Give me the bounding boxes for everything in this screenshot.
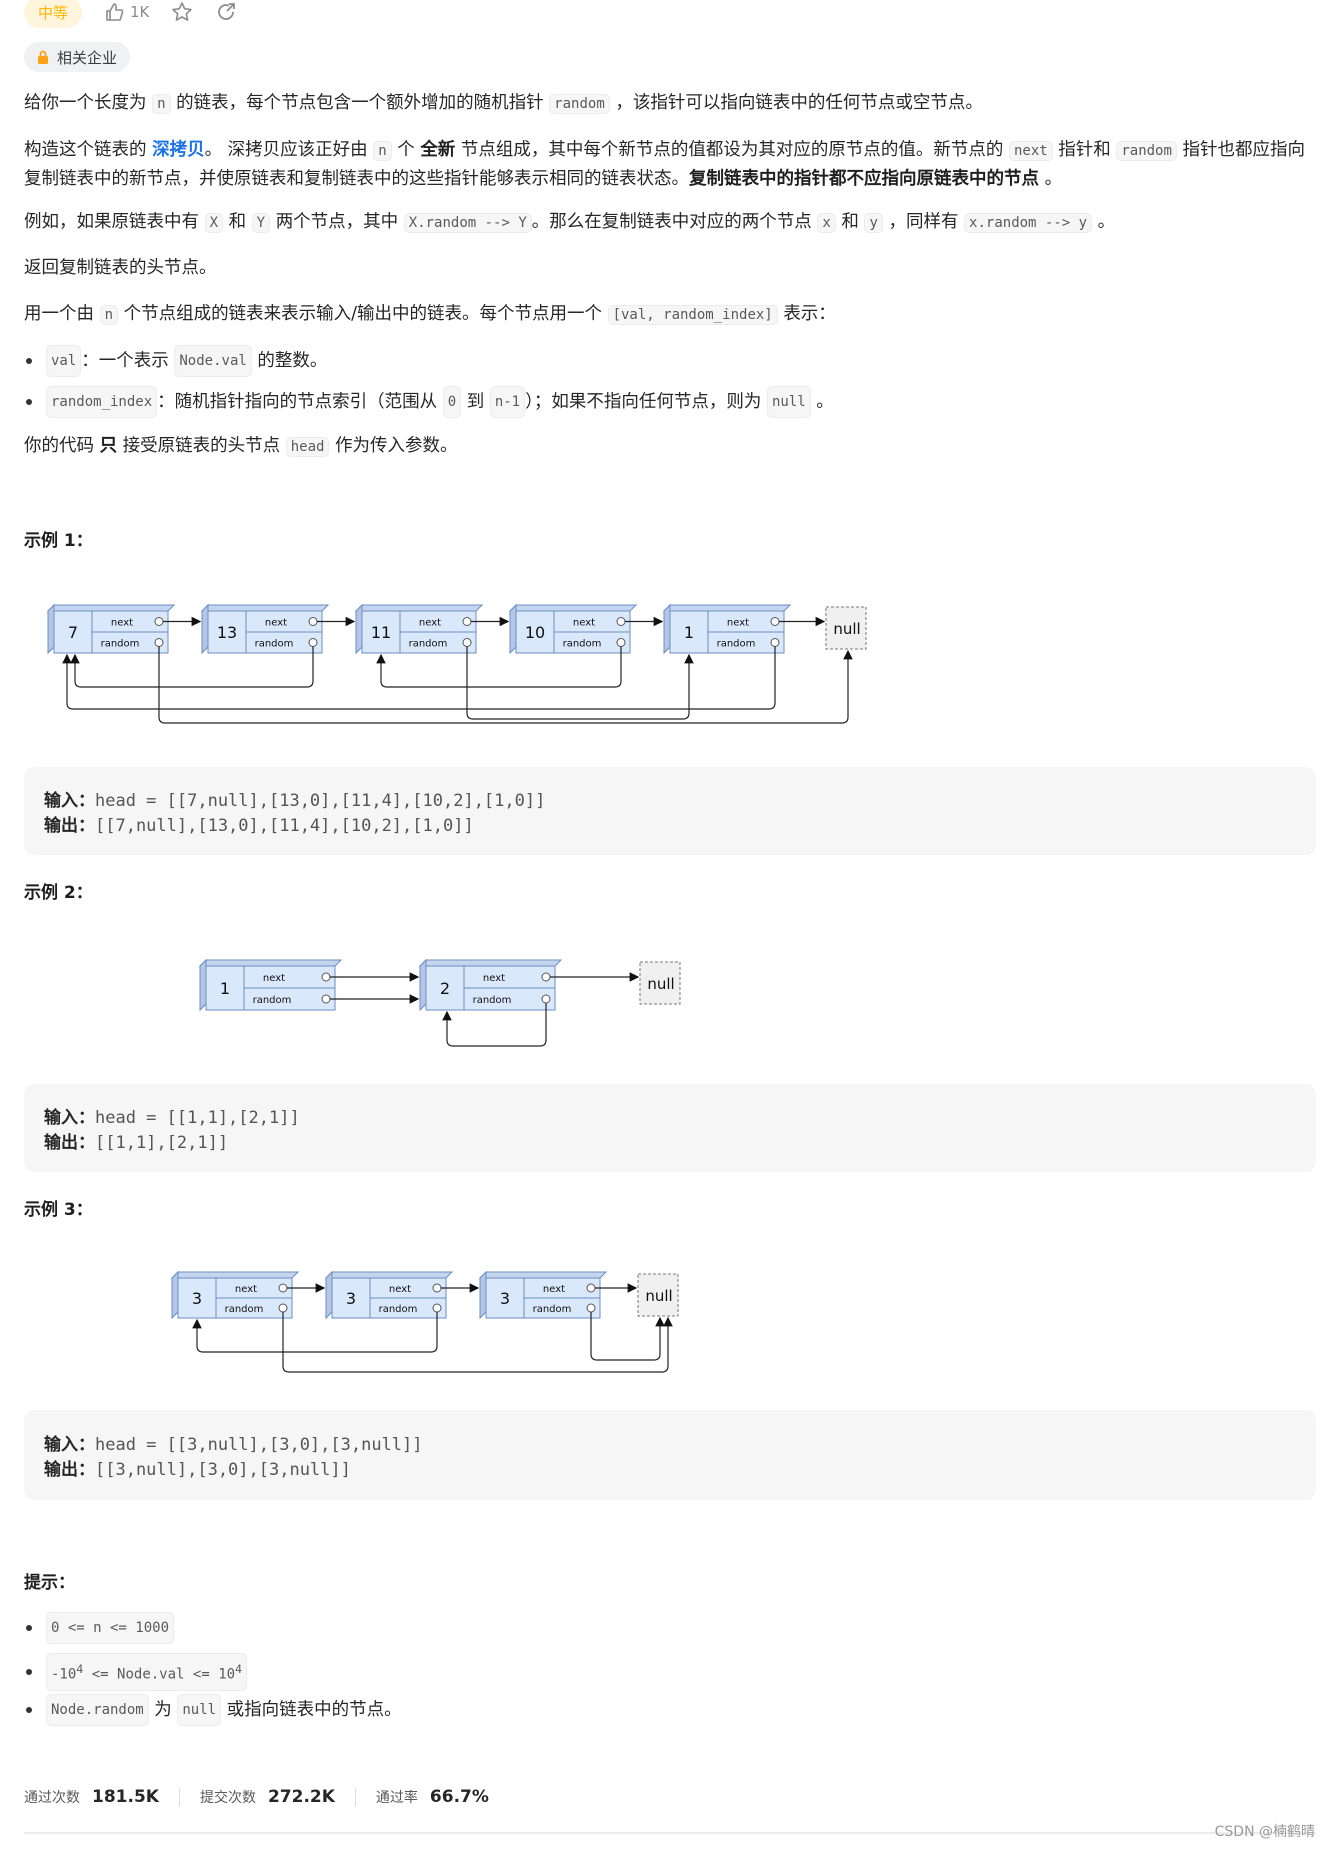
svg-text:random: random <box>563 639 602 650</box>
svg-text:next: next <box>543 1284 565 1295</box>
example-2-title: 示例 2： <box>24 883 93 903</box>
example-1-diagram: 7 next random 13 next random 11 next random 10 nex… <box>46 603 867 724</box>
example-1-title: 示例 1： <box>24 531 93 551</box>
svg-text:random: random <box>533 1304 572 1315</box>
divider <box>24 1832 1316 1834</box>
paragraph-return: 返回复制链表的头节点。 <box>24 258 217 278</box>
stat-label: 通过率 <box>375 1790 418 1806</box>
paragraph-intro: 给你一个长度为 n 的链表，每个节点包含一个额外增加的随机指针 random ，… <box>24 93 983 114</box>
example-3-title: 示例 3： <box>24 1200 93 1220</box>
hint-item: Node.random 为 null 或指向链表中的节点。 <box>24 1694 402 1726</box>
svg-text:3: 3 <box>192 1289 202 1308</box>
svg-text:13: 13 <box>217 623 237 642</box>
stat-label: 提交次数 <box>199 1790 256 1806</box>
svg-text:random: random <box>379 1304 418 1315</box>
svg-text:next: next <box>389 1284 411 1295</box>
deep-copy-link[interactable]: 深拷贝 <box>152 140 205 160</box>
svg-text:next: next <box>235 1284 257 1295</box>
stat-value: 66.7% <box>429 1787 489 1807</box>
submission-stats: 通过次数 181.5K 提交次数 272.2K 通过率 66.7% <box>24 1787 509 1807</box>
svg-text:random: random <box>255 639 294 650</box>
list-item: random_index：随机指针指向的节点索引（范围从 0 到 n-1）；如果… <box>24 386 834 418</box>
star-icon <box>172 2 193 21</box>
svg-text:1: 1 <box>220 979 230 998</box>
like-button[interactable]: 1K <box>104 2 149 22</box>
svg-text:7: 7 <box>68 623 78 642</box>
hint-item: 0 <= n <= 1000 <box>24 1612 175 1644</box>
example-3-io: 输入：head = [[3,null],[3,0],[3,null]] 输出：[… <box>24 1410 1316 1500</box>
thumbs-up-icon <box>106 3 124 21</box>
svg-text:random: random <box>253 995 292 1006</box>
list-item: val：一个表示 Node.val 的整数。 <box>24 345 327 377</box>
svg-text:next: next <box>111 618 133 629</box>
svg-text:next: next <box>263 973 285 984</box>
svg-text:next: next <box>483 973 505 984</box>
svg-text:random: random <box>101 639 140 650</box>
svg-text:null: null <box>647 975 674 993</box>
svg-text:random: random <box>473 995 512 1006</box>
svg-text:next: next <box>419 618 441 629</box>
hint-item: -104 <= Node.val <= 104 <box>24 1653 248 1691</box>
paragraph-head: 你的代码 只 接受原链表的头节点 head 作为传入参数。 <box>24 436 458 457</box>
paragraph-example-xy: 例如，如果原链表中有 X 和 Y 两个节点，其中 X.random --> Y。… <box>24 212 1116 233</box>
svg-text:random: random <box>409 639 448 650</box>
svg-text:10: 10 <box>525 623 545 642</box>
example-1-io: 输入：head = [[7,null],[13,0],[11,4],[10,2]… <box>24 767 1316 855</box>
svg-text:2: 2 <box>440 979 450 998</box>
svg-text:3: 3 <box>500 1289 510 1308</box>
svg-text:next: next <box>727 618 749 629</box>
svg-text:null: null <box>645 1287 672 1305</box>
paragraph-deep-copy: 构造这个链表的 深拷贝。 深拷贝应该正好由 n 个 全新 节点组成，其中每个新节… <box>24 140 1305 189</box>
svg-text:3: 3 <box>346 1289 356 1308</box>
like-count: 1K <box>130 3 150 21</box>
example-2-diagram: 1 next random 2 next random null <box>198 958 681 1047</box>
share-icon <box>218 3 236 20</box>
stat-value: 181.5K <box>92 1787 159 1807</box>
svg-text:random: random <box>225 1304 264 1315</box>
example-2-io: 输入：head = [[1,1],[2,1]] 输出：[[1,1],[2,1]] <box>24 1084 1316 1172</box>
example-3-diagram: 3 next random 3 next random 3 next random null <box>170 1270 679 1373</box>
svg-text:1: 1 <box>684 623 694 642</box>
svg-text:random: random <box>717 639 756 650</box>
svg-text:null: null <box>833 620 860 638</box>
related-companies-tag[interactable]: 相关企业 <box>24 42 131 72</box>
tag-label: 相关企业 <box>57 48 118 67</box>
stat-value: 272.2K <box>267 1787 335 1807</box>
svg-text:11: 11 <box>371 623 391 642</box>
svg-text:next: next <box>265 618 287 629</box>
share-button[interactable] <box>215 1 237 23</box>
watermark: CSDN @楠鹤晴 <box>1214 1824 1315 1840</box>
toolbar: 中等 1K <box>24 0 237 30</box>
lock-icon <box>38 50 48 64</box>
favorite-button[interactable] <box>171 1 193 23</box>
svg-text:next: next <box>573 618 595 629</box>
paragraph-format: 用一个由 n 个节点组成的链表来表示输入/输出中的链表。每个节点用一个 [val… <box>24 304 836 325</box>
difficulty-badge: 中等 <box>24 0 83 28</box>
hints-title: 提示： <box>24 1573 75 1593</box>
stat-label: 通过次数 <box>24 1790 80 1806</box>
